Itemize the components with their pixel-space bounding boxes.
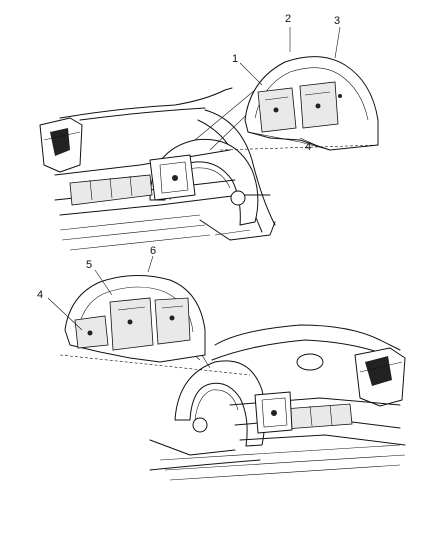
upper-wheelhouse-liner	[244, 56, 379, 151]
explode-guide-line	[59, 354, 251, 376]
callout-leaders	[47, 26, 341, 331]
callout-5: 5	[86, 259, 92, 271]
callout-2: 2	[285, 13, 291, 25]
lower-wheelhouse-liner	[64, 274, 206, 363]
callout-6: 6	[150, 245, 156, 257]
callout-1: 1	[232, 53, 238, 65]
upper-body-assembly	[39, 87, 276, 251]
callout-4-lower: 4	[37, 289, 43, 301]
explode-guide-line-upper	[219, 144, 381, 151]
lower-body-assembly	[129, 299, 406, 481]
callout-4-upper: 4	[305, 141, 311, 153]
callout-3: 3	[334, 15, 340, 27]
